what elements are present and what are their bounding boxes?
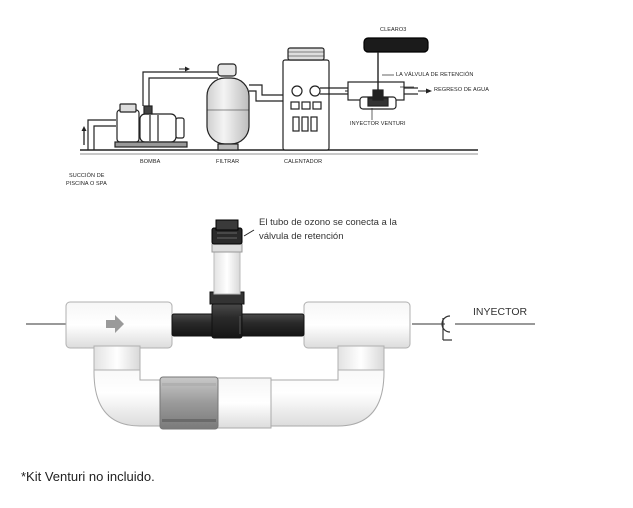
- pump-to-filter-pipe: [142, 66, 222, 106]
- filter-to-heater-pipe: [249, 84, 300, 102]
- flow-right-arrow: [185, 66, 190, 72]
- centerline-symbol: [441, 315, 452, 341]
- injector-label: INYECTOR: [473, 306, 528, 318]
- system-schematic: [80, 37, 478, 155]
- filter-tank: [206, 63, 250, 151]
- flow-direction-arrow: [106, 315, 124, 333]
- ozone-inlet: [209, 219, 255, 305]
- bypass-loop-pipe: [93, 359, 385, 430]
- heater-label: CALENTADOR: [284, 159, 323, 165]
- clearo3-unit: [363, 37, 429, 58]
- venturi-injector-label: INYECTOR VENTURI: [350, 121, 406, 127]
- filter-label: FILTRAR: [216, 159, 240, 165]
- venturi-injector-small: [347, 58, 432, 110]
- venturi-assembly: [26, 219, 535, 430]
- pump: [114, 103, 188, 148]
- right-tee-fitting: [303, 301, 411, 371]
- check-valve-label: LA VÁLVULA DE RETENCIÓN: [396, 72, 474, 78]
- ozone-callout-line2: válvula de retención: [259, 231, 344, 242]
- water-return-label: REGRESO DE AGUA: [434, 87, 489, 93]
- heater: [282, 47, 330, 151]
- pump-label: BOMBA: [140, 159, 161, 165]
- left-tee-fitting: [65, 301, 173, 371]
- suction-label-line2: PISCINA O SPA: [66, 181, 107, 187]
- venturi-injector-body: [171, 303, 305, 339]
- suction-pipe: [81, 119, 116, 150]
- flow-up-arrow: [81, 126, 87, 131]
- flow-meter-sight-glass: [159, 376, 219, 430]
- clearo3-label: CLEARO3: [380, 27, 407, 33]
- ozone-callout-line1: El tubo de ozono se conecta a la: [259, 217, 397, 228]
- footnote: *Kit Venturi no incluido.: [21, 469, 155, 484]
- suction-label-line1: SUCCIÓN DE: [69, 173, 105, 179]
